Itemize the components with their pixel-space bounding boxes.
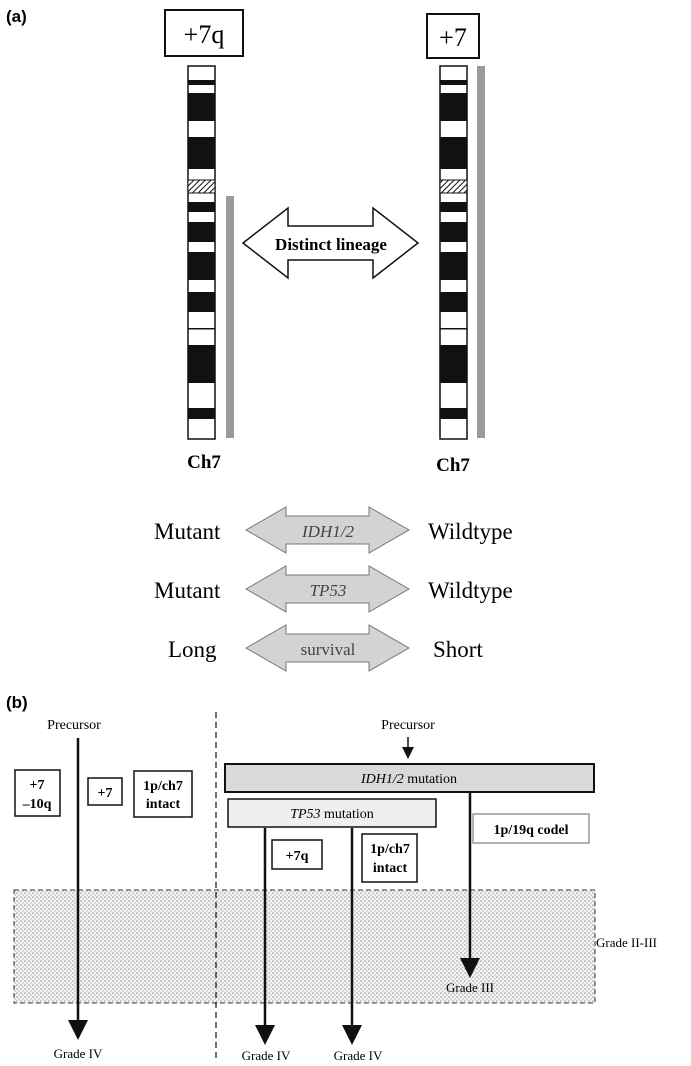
- box-plus7-minus10q-line1: +7: [30, 778, 45, 793]
- lineage-label: Distinct lineage: [275, 235, 387, 254]
- idh-right-label: Wildtype: [428, 519, 513, 544]
- tp53-center-label: TP53: [310, 581, 347, 600]
- tp53-left-label: Mutant: [154, 578, 221, 603]
- panel-b-label: (b): [6, 693, 28, 712]
- comparison-tp53: Mutant TP53 Wildtype: [154, 566, 513, 612]
- box-plus7-label: +7: [98, 786, 113, 801]
- right-chromosome: [440, 66, 467, 439]
- left-chromosome-label: Ch7: [187, 452, 221, 473]
- idh-left-label: Mutant: [154, 519, 221, 544]
- tp53-mutation-label: TP53 mutation: [290, 807, 374, 822]
- box-plus7q-label: +7q: [286, 849, 309, 864]
- precursor-left-label: Precursor: [47, 718, 101, 733]
- survival-center-label: survival: [301, 640, 356, 659]
- box-1p19q-label: 1p/19q codel: [493, 823, 568, 838]
- comparison-idh: Mutant IDH1/2 Wildtype: [154, 507, 513, 553]
- grade-iv-right-label: Grade IV: [334, 1048, 383, 1063]
- right-chromosome-label: Ch7: [436, 455, 470, 476]
- grade-iv-left-label: Grade IV: [54, 1046, 103, 1061]
- precursor-right-label: Precursor: [381, 718, 435, 733]
- box-1p-ch7-left-line2: intact: [146, 797, 181, 812]
- tp53-right-label: Wildtype: [428, 578, 513, 603]
- box-1p-ch7-right-line2: intact: [373, 861, 408, 876]
- left-karyotype-label: +7q: [184, 20, 225, 49]
- left-chromosome: [188, 66, 215, 439]
- idh-mutation-suffix: mutation: [404, 772, 457, 787]
- grade-ii-iii-region: [14, 890, 595, 1003]
- survival-right-label: Short: [433, 637, 483, 662]
- grade-iv-center-label: Grade IV: [242, 1048, 291, 1063]
- left-gain-bar: [226, 196, 234, 438]
- right-gain-bar: [477, 66, 485, 438]
- box-1p-ch7-left-line1: 1p/ch7: [143, 779, 183, 794]
- panel-a-label: (a): [6, 7, 27, 26]
- idh-mutation-gene: IDH1/2: [360, 772, 404, 787]
- idh-mutation-label: IDH1/2 mutation: [360, 772, 457, 787]
- idh-center-label: IDH1/2: [301, 522, 354, 541]
- box-1p-ch7-right-line1: 1p/ch7: [370, 842, 410, 857]
- survival-left-label: Long: [168, 637, 217, 662]
- tp53-mutation-suffix: mutation: [321, 807, 374, 822]
- grade-iii-label: Grade III: [446, 980, 494, 995]
- comparison-survival: Long survival Short: [168, 625, 483, 671]
- right-karyotype-label: +7: [439, 23, 467, 52]
- box-plus7-minus10q-line2: –10q: [22, 797, 52, 812]
- grade-ii-iii-label: Grade II-III: [596, 935, 657, 950]
- tp53-mutation-gene: TP53: [290, 807, 320, 822]
